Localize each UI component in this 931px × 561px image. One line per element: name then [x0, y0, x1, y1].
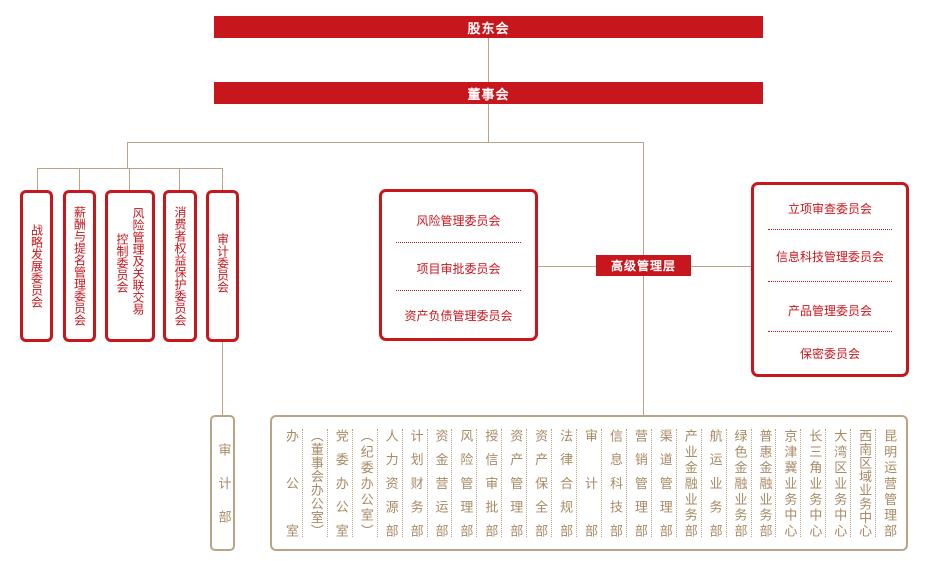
department-column: 渠道管理部	[650, 429, 676, 537]
connector	[488, 38, 489, 82]
divider	[768, 229, 892, 230]
divider	[396, 290, 521, 291]
shareholders-label: 股东会	[467, 21, 510, 37]
committee-label: 战略发展委员会	[29, 224, 44, 308]
senior-management-bar: 高级管理层	[596, 255, 691, 276]
department-label: 计划财务部	[407, 429, 423, 537]
department-label: 昆明运营管理部	[881, 429, 897, 537]
connector	[79, 168, 80, 190]
connector	[488, 104, 489, 142]
department-label: 资产保全部	[532, 429, 548, 537]
department-column: 营销管理部	[625, 429, 651, 537]
department-label: 产业金融业务部	[681, 429, 697, 537]
board-label: 董事会	[467, 87, 510, 103]
department-label: （董事会办公室）	[307, 429, 323, 537]
department-column: 计划财务部	[401, 429, 427, 537]
risk-related-party-committee: 控制委员会 风险管理及关联交易	[105, 190, 155, 342]
department-label: 京津冀业务中心	[781, 429, 797, 537]
department-column: 大湾区业务中心	[825, 429, 850, 537]
committee-item: 产品管理委员会	[787, 304, 872, 318]
department-label: 营销管理部	[631, 429, 647, 537]
divider	[768, 281, 892, 282]
department-column: 风险管理部	[451, 429, 476, 537]
department-label: 法律合规部	[557, 429, 573, 537]
divider	[396, 242, 521, 243]
department-column: 西南区域业务中心	[850, 429, 875, 537]
committee-item: 风险管理委员会	[416, 214, 501, 228]
department-label: 渠道管理部	[656, 429, 672, 537]
audit-committee: 审计委员会	[206, 190, 239, 342]
strategy-committee: 战略发展委员会	[20, 190, 53, 342]
connector	[643, 142, 644, 415]
committee-label: 消费者权益保护委员会	[173, 206, 187, 326]
department-label: 信息科技部	[606, 429, 622, 537]
connector	[127, 142, 128, 168]
compensation-committee: 薪酬与提名管理委员会	[63, 190, 96, 342]
audit-dept-box: 审计部	[210, 415, 235, 551]
connector	[129, 168, 130, 190]
department-column: 普惠金融业务部	[750, 429, 776, 537]
department-label: 长三角业务中心	[806, 429, 822, 537]
committee-label: 薪酬与提名管理委员会	[72, 206, 87, 326]
department-label: 绿色金融业务部	[731, 429, 747, 537]
shareholders-bar: 股东会	[214, 16, 763, 38]
committee-label: 风险管理及关联交易	[131, 207, 145, 315]
left-mgmt-committees: 风险管理委员会 项目审批委员会 资产负债管理委员会	[379, 189, 538, 341]
department-column: 法律合规部	[551, 429, 576, 537]
department-label: 人力资源部	[382, 429, 398, 537]
department-column: 审计部	[576, 429, 601, 537]
board-bar: 董事会	[214, 82, 763, 104]
department-label: 大湾区业务中心	[831, 429, 847, 537]
connector	[37, 168, 38, 190]
department-label: （纪委办公室）	[357, 429, 373, 537]
department-label: 资金营运部	[432, 429, 448, 537]
department-column: 长三角业务中心	[800, 429, 825, 537]
connector	[127, 142, 644, 143]
department-column: （纪委办公室）	[351, 429, 377, 537]
department-column: （董事会办公室）	[301, 429, 327, 537]
department-column: 信息科技部	[600, 429, 626, 537]
committee-item: 资产负债管理委员会	[404, 309, 513, 323]
department-column: 产业金融业务部	[675, 429, 701, 537]
departments-box: 办公室 （董事会办公室） 党委办公室 （纪委办公室） 人力资源部计划财务部资金营运部风险…	[270, 415, 908, 551]
department-label: 航运业务部	[706, 429, 722, 537]
connector	[222, 342, 223, 415]
department-label: 授信审批部	[482, 429, 498, 537]
divider	[768, 331, 892, 332]
department-column: 资产管理部	[501, 429, 526, 537]
department-label: 审计部	[582, 429, 598, 537]
connector	[222, 168, 223, 190]
committee-item: 项目审批委员会	[416, 262, 501, 276]
department-column: 绿色金融业务部	[725, 429, 751, 537]
committee-label: 控制委员会	[115, 233, 129, 293]
committee-item: 保密委员会	[799, 347, 860, 361]
department-label: 资产管理部	[507, 429, 523, 537]
department-column: 京津冀业务中心	[775, 429, 800, 537]
department-column: 航运业务部	[700, 429, 726, 537]
department-column: 办公室	[278, 429, 302, 537]
department-column: 资产保全部	[526, 429, 551, 537]
committee-item: 信息科技管理委员会	[775, 250, 884, 264]
consumer-protection-committee: 消费者权益保护委员会	[163, 190, 197, 342]
senior-management-label: 高级管理层	[610, 259, 676, 273]
department-label: 党委办公室	[332, 429, 348, 537]
department-column: 人力资源部	[376, 429, 402, 537]
connector	[179, 168, 180, 190]
department-label: 西南区域业务中心	[856, 429, 872, 537]
department-label: 普惠金融业务部	[756, 429, 772, 537]
right-mgmt-committees: 立项审查委员会 信息科技管理委员会 产品管理委员会 保密委员会	[751, 182, 909, 377]
committee-label: 审计委员会	[215, 233, 230, 293]
audit-dept-label: 审计部	[215, 443, 231, 523]
department-column: 资金营运部	[426, 429, 452, 537]
committee-item: 立项审查委员会	[787, 202, 872, 216]
department-label: 办公室	[282, 429, 298, 537]
department-column: 授信审批部	[476, 429, 501, 537]
department-column: 党委办公室	[326, 429, 352, 537]
department-label: 风险管理部	[457, 429, 473, 537]
connector	[37, 168, 223, 169]
department-column: 昆明运营管理部	[875, 429, 900, 537]
